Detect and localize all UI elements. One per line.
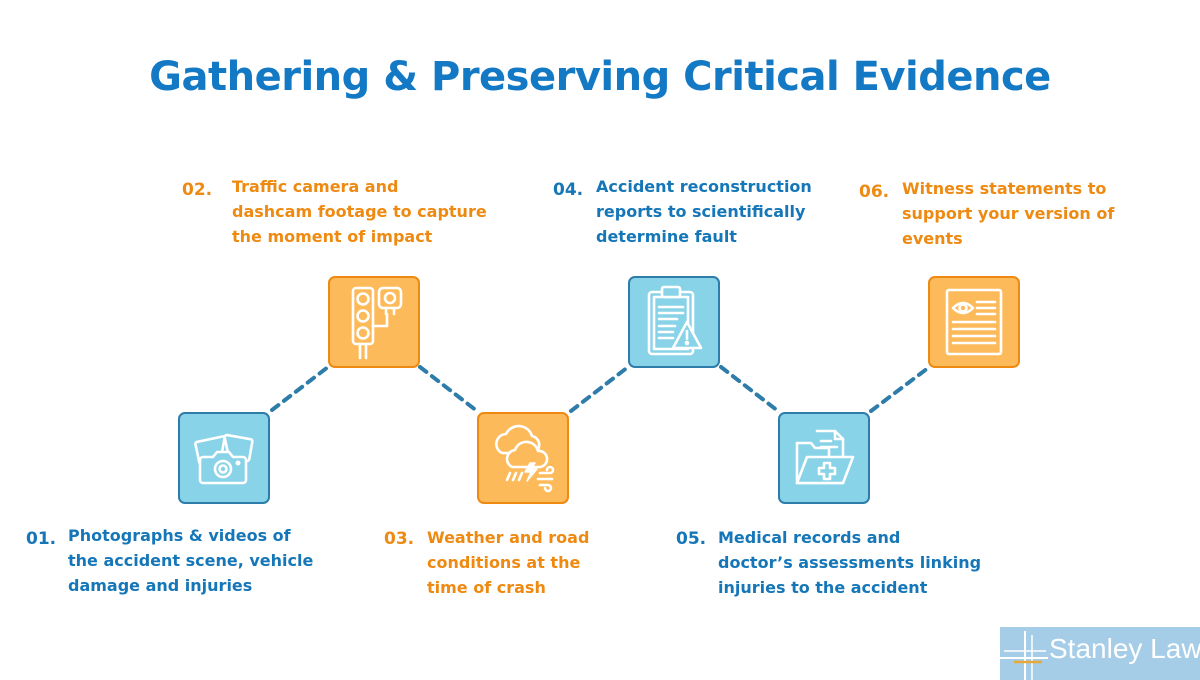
step-2-icon-box xyxy=(328,276,420,368)
step-description: Accident reconstruction reports to scien… xyxy=(596,177,812,246)
step-number: 04. xyxy=(553,180,584,200)
step-1-icon-box xyxy=(178,412,270,504)
medical-folder-icon xyxy=(795,429,855,485)
connector-5-6 xyxy=(869,366,930,413)
clipboard-warning-icon xyxy=(647,285,703,356)
traffic-light-camera-icon xyxy=(351,286,403,360)
step-description: Traffic camera and dashcam footage to ca… xyxy=(232,177,487,246)
step-description: Weather and road conditions at the time … xyxy=(427,528,590,597)
step-4-icon-box xyxy=(628,276,720,368)
hashtag-cross-icon xyxy=(1000,631,1048,680)
stanley-law-logo: Stanley Law xyxy=(1000,627,1200,680)
step-number: 05. xyxy=(676,529,707,549)
connector-3-4 xyxy=(569,365,630,413)
step-number: 06. xyxy=(859,182,890,202)
step-number: 01. xyxy=(26,529,57,549)
step-number: 03. xyxy=(384,529,415,549)
step-5-icon-box xyxy=(778,412,870,504)
logo-name: Stanley Law xyxy=(1049,633,1200,664)
eye-document-icon xyxy=(945,288,1003,356)
connector-1-2 xyxy=(270,365,330,412)
step-description: Medical records and doctor’s assessments… xyxy=(718,528,982,597)
step-3-icon-box xyxy=(477,412,569,504)
page-title: Gathering & Preserving Critical Evidence xyxy=(149,54,1051,100)
step-6-icon-box xyxy=(928,276,1020,368)
connector-2-3 xyxy=(418,365,479,413)
connector-4-5 xyxy=(719,365,780,413)
step-description: Photographs & videos of the accident sce… xyxy=(68,526,314,595)
step-number: 02. xyxy=(182,180,213,200)
storm-cloud-icon xyxy=(495,424,555,493)
camera-photos-icon xyxy=(194,433,254,485)
step-description: Witness statements to support your versi… xyxy=(902,179,1115,248)
